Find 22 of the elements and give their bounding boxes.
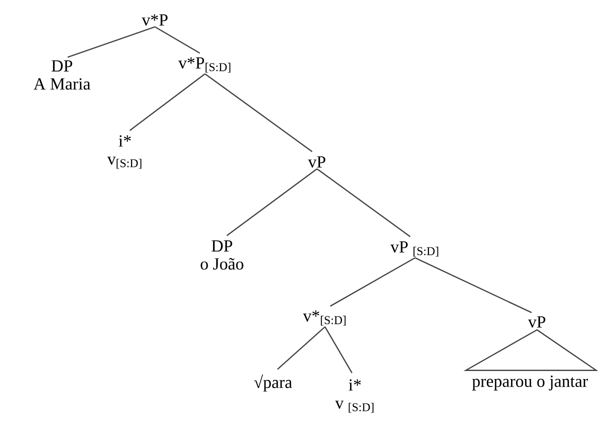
tree-label: v*$_{[S:D]}$ [303, 310, 346, 326]
tree-branch [204, 73, 312, 152]
tree-branch [129, 73, 206, 131]
tree-label: v*P [142, 14, 168, 26]
tree-branch [154, 26, 200, 54]
tree-branch [414, 257, 532, 314]
tree-label: preparou o jantar [472, 376, 588, 390]
tree-label: DP o João [200, 240, 244, 270]
tree-label: √para [254, 374, 292, 392]
tree-branch [277, 326, 326, 370]
tree-label: vP $_{[S:D]}$ [390, 241, 438, 257]
tree-label: i* v$_{[S:D]}$ [107, 135, 142, 169]
tree-label: DP A Maria [34, 60, 90, 90]
tree-label: v*P$_{[S:D]}$ [178, 57, 230, 73]
tree-branch [316, 168, 410, 238]
tree-label: vP [308, 156, 326, 168]
tree-label: vP [528, 316, 546, 328]
tree-branch [226, 168, 318, 236]
tree-branch [67, 26, 156, 58]
tree-branch [324, 326, 352, 374]
tree-branch [330, 257, 416, 307]
tree-label: i* v $_{[S:D]}$ [335, 379, 374, 413]
